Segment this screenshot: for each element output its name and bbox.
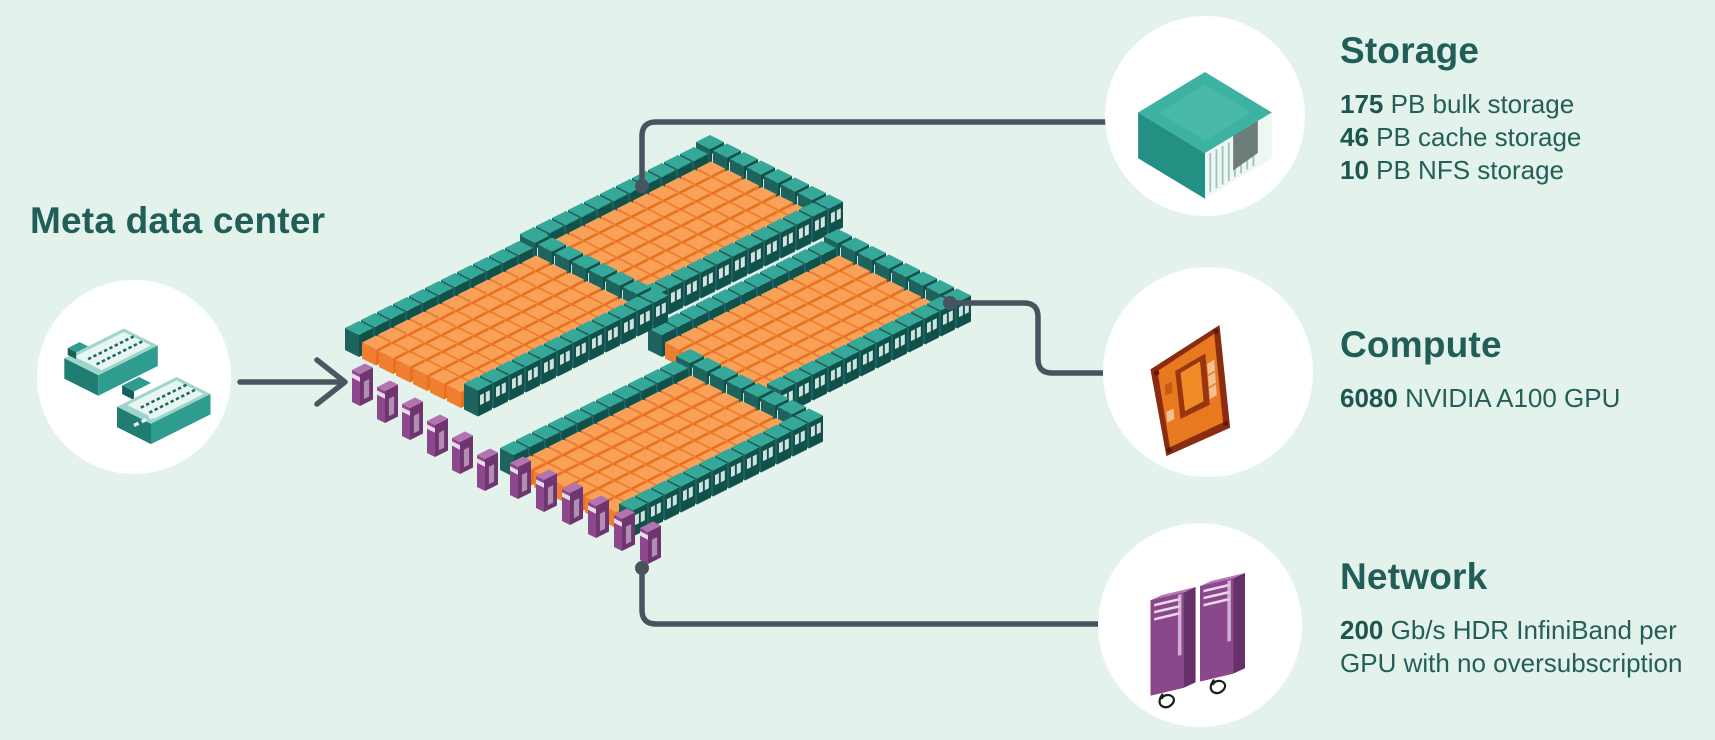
callout-compute: Compute 6080 NVIDIA A100 GPU	[1340, 324, 1715, 415]
connector-storage-line	[635, 119, 1109, 193]
network-line-1: 200 Gb/s HDR InfiniBand per	[1340, 615, 1677, 645]
connector-compute-line	[943, 296, 1108, 376]
network-heading: Network	[1340, 556, 1488, 597]
compute-heading: Compute	[1340, 324, 1502, 365]
network-circle	[1098, 523, 1302, 727]
callout-network: Network 200 Gb/s HDR InfiniBand per GPU …	[1340, 556, 1702, 680]
compute-line-1: 6080 NVIDIA A100 GPU	[1340, 383, 1621, 413]
rack-cluster	[648, 229, 971, 417]
network-tower-back	[1200, 572, 1245, 695]
compute-circle	[1103, 267, 1313, 477]
arrow-right-icon	[237, 357, 348, 407]
page-title: Meta data center	[30, 200, 326, 241]
storage-line-1: 175 PB bulk storage	[1340, 89, 1575, 119]
network-cabinet-rows	[352, 363, 661, 564]
storage-line-3: 10 PB NFS storage	[1340, 155, 1564, 185]
network-line-2: GPU with no oversubscription	[1340, 648, 1683, 678]
datacenter-icon	[64, 328, 211, 445]
network-tower-front	[1150, 587, 1196, 709]
storage-icon	[1138, 72, 1272, 199]
storage-heading: Storage	[1340, 30, 1480, 71]
network-icon	[1150, 572, 1245, 709]
storage-line-2: 46 PB cache storage	[1340, 122, 1582, 152]
storage-circle	[1105, 16, 1305, 216]
datacenter-circle	[37, 280, 231, 474]
compute-icon	[1150, 325, 1231, 457]
rack-cluster	[345, 229, 668, 417]
connector-network-line	[635, 561, 1103, 627]
callout-storage: Storage 175 PB bulk storage 46 PB cache …	[1340, 30, 1700, 187]
